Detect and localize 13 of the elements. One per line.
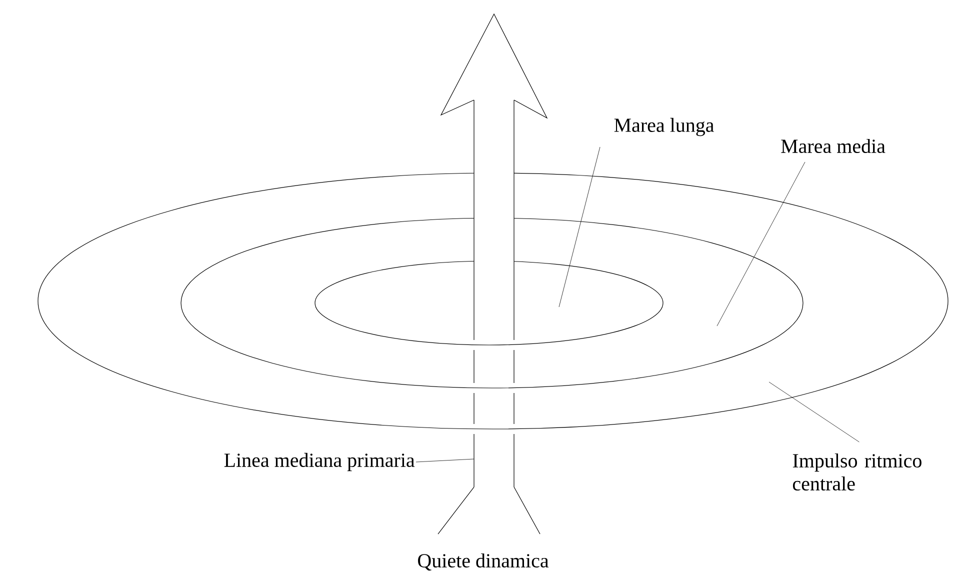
leader-line — [558, 146, 600, 308]
label-text: Marea lunga — [614, 118, 714, 136]
ellipse — [180, 218, 804, 388]
leader-line — [768, 382, 860, 442]
label-text: Quiete dinamica — [418, 553, 549, 571]
label-text: Impulso ritmico centrale — [792, 453, 922, 491]
arrow-drawing — [438, 13, 548, 534]
leader-line — [716, 162, 806, 326]
label-text: Linea mediana primaria — [224, 452, 415, 472]
label-text: Marea media — [781, 138, 886, 154]
ellipse — [314, 260, 664, 346]
ellipse — [38, 172, 948, 430]
leader-line — [416, 458, 474, 462]
